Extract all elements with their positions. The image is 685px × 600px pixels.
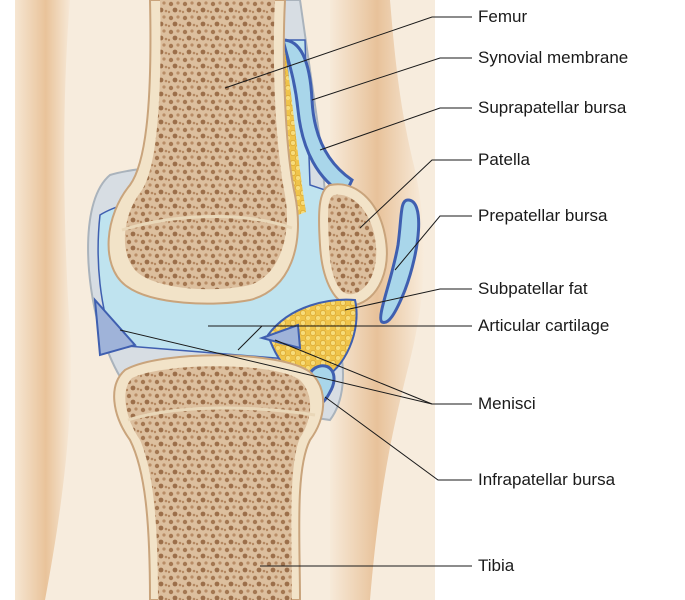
label-suprapatellar-bursa: Suprapatellar bursa <box>478 98 626 118</box>
label-articular-cartilage: Articular cartilage <box>478 316 609 336</box>
label-synovial-membrane: Synovial membrane <box>478 48 628 68</box>
label-infrapatellar-bursa: Infrapatellar bursa <box>478 470 615 490</box>
label-subpatellar-fat: Subpatellar fat <box>478 279 588 299</box>
label-menisci: Menisci <box>478 394 536 414</box>
label-patella: Patella <box>478 150 530 170</box>
label-tibia: Tibia <box>478 556 514 576</box>
label-prepatellar-bursa: Prepatellar bursa <box>478 206 607 226</box>
label-femur: Femur <box>478 7 527 27</box>
